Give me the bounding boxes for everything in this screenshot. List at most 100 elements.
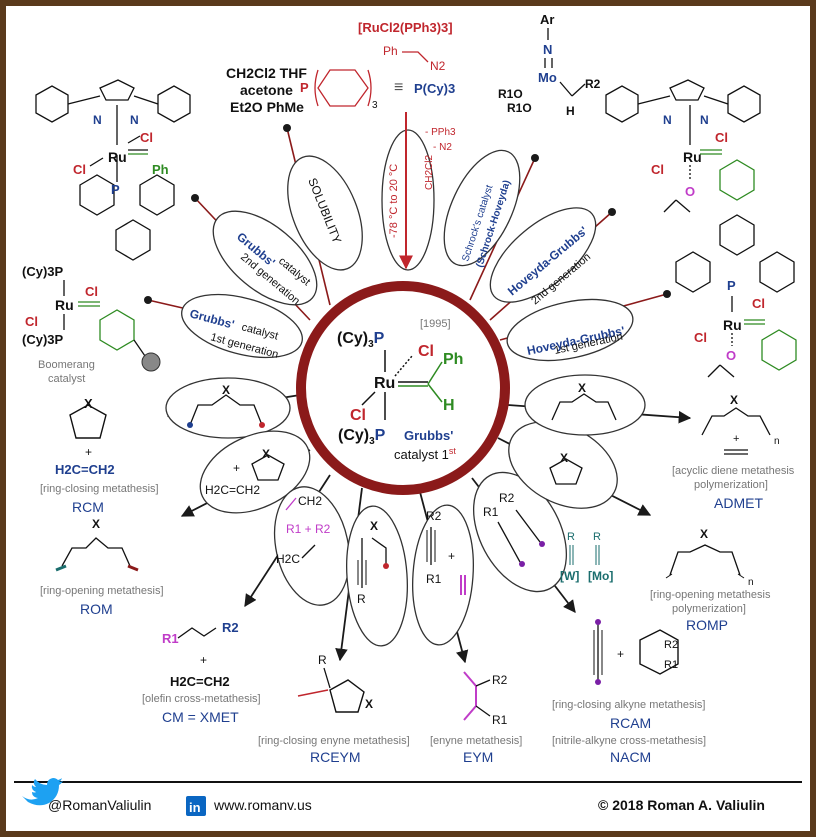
svg-text:X: X xyxy=(370,519,378,533)
romp-label-1: [ring-opening metathesis xyxy=(650,589,771,601)
svg-text:R: R xyxy=(593,531,601,543)
svg-text:H2C=CH2: H2C=CH2 xyxy=(55,462,115,477)
svg-text:≡: ≡ xyxy=(394,79,403,96)
svg-text:R2: R2 xyxy=(222,620,239,635)
svg-text:P: P xyxy=(300,80,309,95)
svg-text:Cl: Cl xyxy=(752,296,765,311)
rom-abbr: ROM xyxy=(80,601,113,617)
svg-text:R2: R2 xyxy=(664,639,678,651)
svg-text:O: O xyxy=(685,184,695,199)
hoveyda-2nd-structure xyxy=(605,79,761,213)
synthesis-conditions: -78 °C to 20 °C xyxy=(388,164,400,238)
svg-text:+: + xyxy=(733,433,739,445)
rceym-product: R X [ring-closing enyne metathesis] RCEY… xyxy=(258,653,410,765)
synthesis: [RuCl2(PPh3)3] Ph N2 P 3 ≡ P(Cy)3 -78 °C… xyxy=(300,20,456,270)
year-label: [1995] xyxy=(420,318,451,330)
rom-product: X [ring-opening metathesis] ROM xyxy=(40,517,164,617)
nacm-label: [nitrile-alkyne cross-metathesis] xyxy=(552,735,706,747)
linkedin-icon: in xyxy=(186,796,206,816)
svg-text:3: 3 xyxy=(372,100,378,111)
svg-text:R1: R1 xyxy=(162,631,179,646)
svg-text:[Mo]: [Mo] xyxy=(588,569,613,583)
svg-text:H2C: H2C xyxy=(276,552,300,566)
romp-product: X n [ring-opening metathesis polymerizat… xyxy=(650,527,771,633)
rcam-product: + R2 R1 [ring-closing alkyne metathesis]… xyxy=(552,619,706,765)
solvent-line-2: acetone xyxy=(240,82,293,98)
svg-text:X: X xyxy=(700,527,708,541)
hoveyda-1st-structure xyxy=(675,214,797,378)
svg-text:catalyst 1st: catalyst 1st xyxy=(394,446,456,462)
footer: @RomanValiulin in www.romanv.us © 2018 R… xyxy=(22,778,765,816)
svg-text:P: P xyxy=(111,182,120,197)
rcm-label: [ring-closing metathesis] xyxy=(40,483,159,495)
petal-cm-substrates: CH2 R1 + R2 H2C xyxy=(276,494,331,566)
central-ring xyxy=(296,281,510,495)
svg-text:Cl: Cl xyxy=(25,314,38,329)
solvent-line-1: CH2Cl2 THF xyxy=(226,65,307,81)
svg-text:+: + xyxy=(200,653,207,667)
center-gen: catalyst 1 xyxy=(394,447,449,462)
svg-text:+: + xyxy=(617,647,624,661)
copyright: © 2018 Roman A. Valiulin xyxy=(598,797,765,813)
eym-abbr: EYM xyxy=(463,749,493,765)
svg-text:R1O: R1O xyxy=(498,87,523,101)
spoke-ends xyxy=(144,124,671,304)
cm-abbr: CM = XMET xyxy=(162,709,239,725)
svg-text:R2: R2 xyxy=(426,509,442,523)
pcy3-reagent: P(Cy)3 xyxy=(414,81,455,96)
twitter-handle: @RomanValiulin xyxy=(48,797,151,813)
svg-text:Ar: Ar xyxy=(540,12,554,27)
petal-admet-substrate: X xyxy=(551,381,617,421)
svg-text:X: X xyxy=(578,381,586,395)
svg-text:Mo: Mo xyxy=(538,70,557,85)
nacm-abbr: NACM xyxy=(610,749,651,765)
alkyne-catalysts: R R [W] [Mo] xyxy=(560,531,613,583)
boomerang-structure: (Cy)3P (Cy)3P Ru Cl Cl Boomerang catalys… xyxy=(22,264,161,385)
cm-product: R1 R2 + H2C=CH2 [olefin cross-metathesis… xyxy=(142,620,261,725)
n2-label: N2 xyxy=(430,59,446,73)
minus-pph3: - PPh3 xyxy=(425,127,456,138)
svg-text:Cl: Cl xyxy=(140,130,153,145)
svg-text:Ru: Ru xyxy=(108,149,127,165)
svg-text:Cl: Cl xyxy=(73,162,86,177)
romp-abbr: ROMP xyxy=(686,617,728,633)
svg-text:X: X xyxy=(222,383,230,397)
svg-text:[W]: [W] xyxy=(560,569,579,583)
svg-text:R1: R1 xyxy=(483,505,499,519)
ph-group: Ph xyxy=(443,351,463,368)
svg-text:R: R xyxy=(318,653,327,667)
svg-text:+: + xyxy=(85,445,92,459)
svg-text:X: X xyxy=(92,517,100,531)
rcm-abbr: RCM xyxy=(72,499,104,515)
svg-text:R1: R1 xyxy=(664,659,678,671)
center-name: Grubbs' xyxy=(404,428,453,443)
svg-text:N: N xyxy=(130,113,139,127)
svg-text:P: P xyxy=(727,278,736,293)
svg-text:Cl: Cl xyxy=(651,162,664,177)
svg-text:R2: R2 xyxy=(585,77,601,91)
solvents: CH2Cl2 THF acetone Et2O PhMe xyxy=(226,65,307,115)
h-atom: H xyxy=(443,397,455,414)
svg-text:Cl: Cl xyxy=(694,330,707,345)
ph-diazo: Ph xyxy=(383,44,398,58)
pcy3-bottom: (Cy) xyxy=(338,427,369,444)
pcy3-top: (Cy) xyxy=(337,330,368,347)
grubbs-2nd-structure xyxy=(35,79,191,261)
website: www.romanv.us xyxy=(213,797,312,813)
petal-rcam-substrate: R2 R1 xyxy=(483,491,545,567)
eym-label: [enyne metathesis] xyxy=(430,735,522,747)
svg-text:O: O xyxy=(726,348,736,363)
svg-text:(Cy)3P: (Cy)3P xyxy=(22,264,64,279)
svg-text:catalyst: catalyst xyxy=(48,373,85,385)
svg-text:Ru: Ru xyxy=(55,297,74,313)
svg-text:N: N xyxy=(663,113,672,127)
svg-text:(Cy)3P: (Cy)3P xyxy=(337,330,385,350)
grubbs-2nd-labels: N N Ru Cl Cl Ph P xyxy=(73,113,169,197)
cl-atom-2: Cl xyxy=(350,407,366,424)
svg-text:X: X xyxy=(365,697,373,711)
cl-atom-1: Cl xyxy=(418,343,434,360)
svg-text:n: n xyxy=(748,577,754,588)
svg-text:R: R xyxy=(357,592,366,606)
petal-eym-substrate: R2 R1 + xyxy=(426,509,466,595)
